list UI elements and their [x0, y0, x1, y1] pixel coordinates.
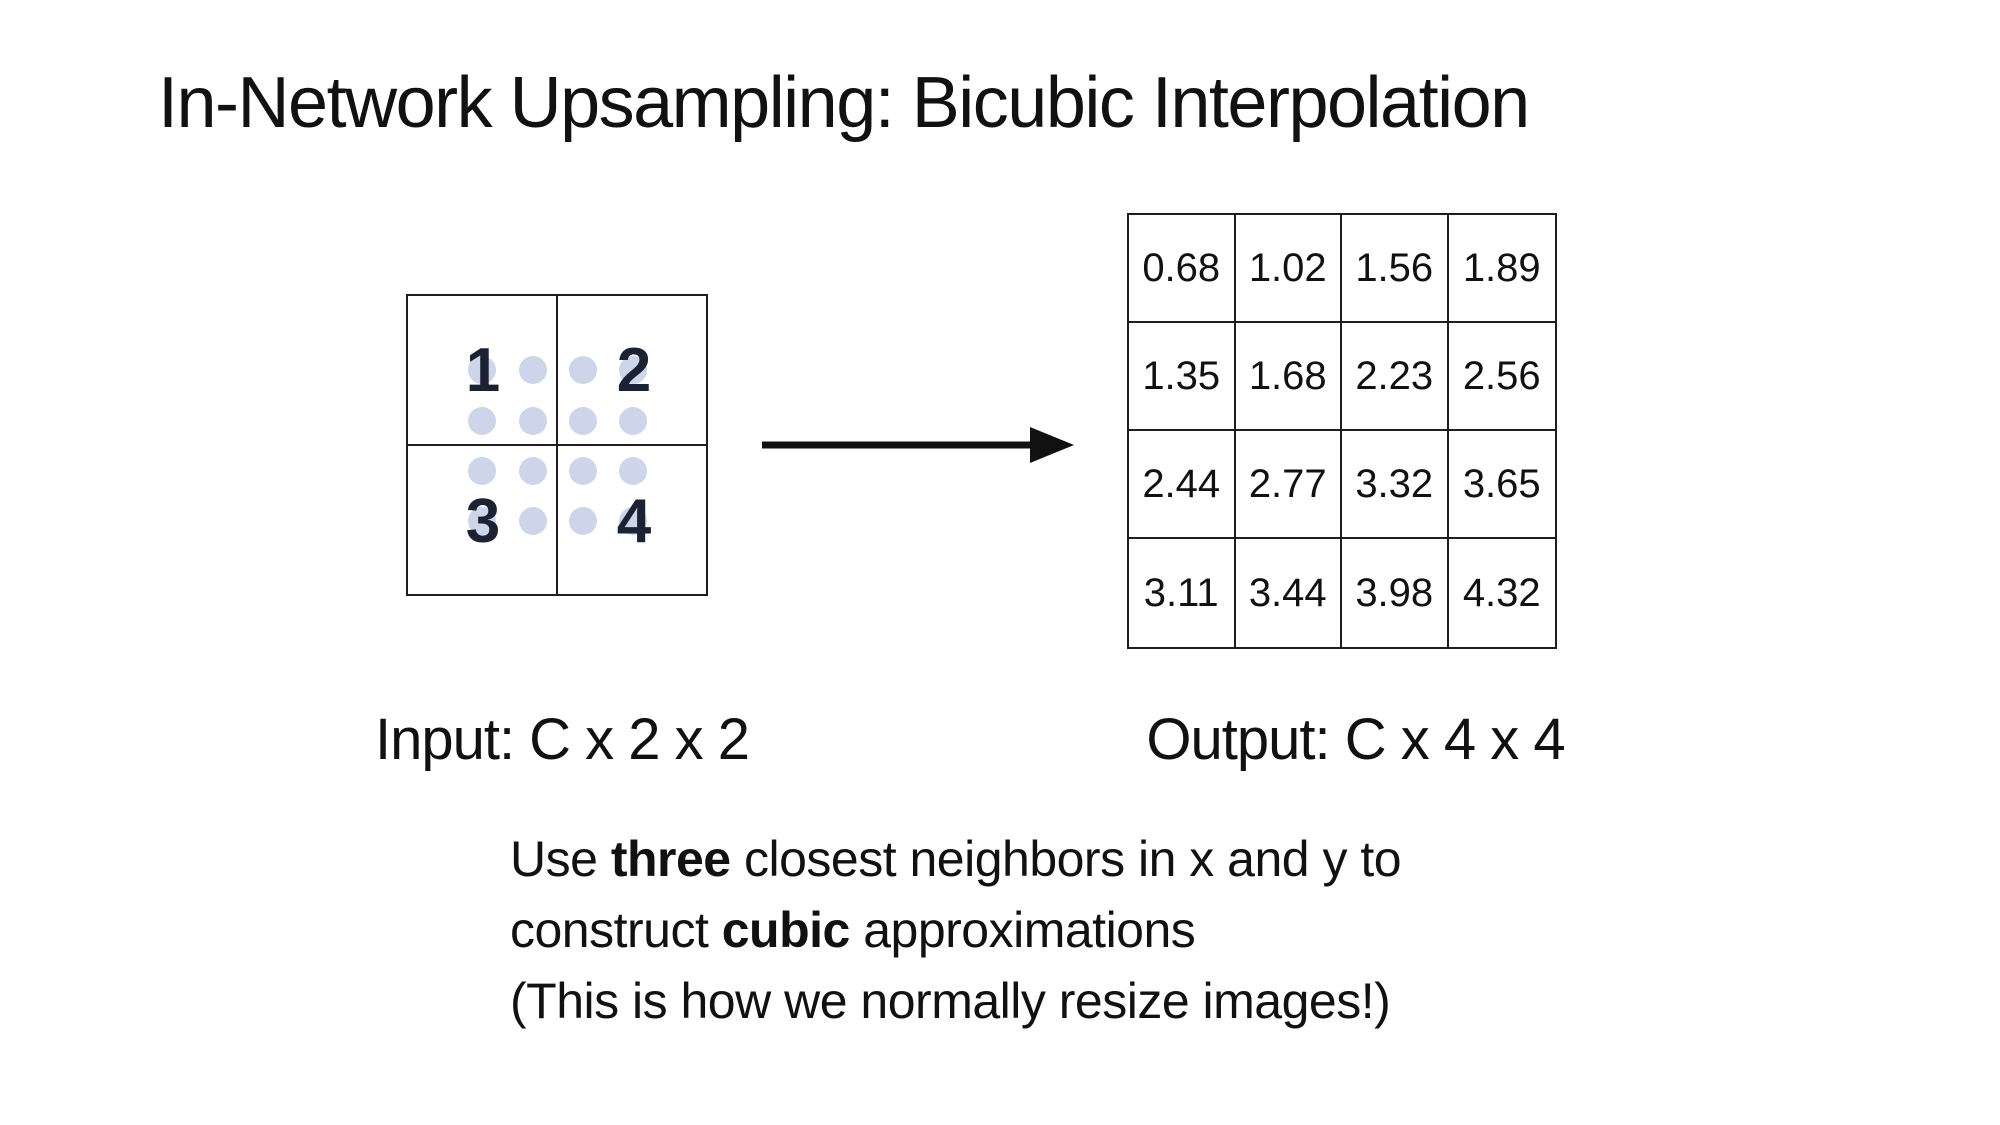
output-cell-value: 3.98 [1342, 539, 1449, 647]
sample-dot [619, 507, 647, 535]
input-cell-value: 2 [616, 336, 652, 405]
sample-dot [569, 457, 597, 485]
output-cell-value: 2.23 [1342, 323, 1449, 431]
explanation-line-2: construct cubic approximations [510, 902, 1196, 958]
input-cell-value: 1 [465, 336, 501, 405]
output-cell-value: 1.02 [1235, 215, 1342, 323]
sample-dot [619, 356, 647, 384]
explanation-line-1: Use three closest neighbors in x and y t… [510, 831, 1402, 887]
input-caption: Input: C x 2 x 2 [374, 707, 750, 772]
output-cell-value: 3.44 [1236, 539, 1342, 647]
sample-dot [519, 507, 547, 535]
output-grid: 0.68 1.02 1.56 1.89 1.35 1.68 2.23 2.56 … [1127, 213, 1557, 649]
input-grid: 1 2 3 4 [406, 294, 708, 596]
output-cell-value: 0.68 [1129, 215, 1236, 323]
sample-dot [619, 407, 647, 435]
sample-dot [519, 457, 547, 485]
output-cell-value: 3.11 [1129, 539, 1236, 647]
output-cell-value: 1.89 [1448, 215, 1555, 323]
output-cell-value: 2.77 [1235, 431, 1342, 539]
sample-dot [468, 356, 496, 384]
input-cell-value: 4 [616, 487, 652, 556]
output-cell-value: 3.65 [1448, 431, 1555, 539]
output-cell-value: 3.32 [1342, 431, 1449, 539]
output-cell-value: 1.68 [1235, 323, 1342, 431]
sample-dot [468, 507, 496, 535]
sample-dot [619, 457, 647, 485]
sample-dot [569, 407, 597, 435]
slide-title: In-Network Upsampling: Bicubic Interpola… [158, 63, 1530, 143]
input-grid-horizontal-divider [408, 444, 706, 446]
input-cell-value: 3 [465, 487, 501, 556]
output-cell-value: 2.56 [1448, 323, 1555, 431]
explanation-text: Use three closest neighbors in x and y t… [510, 824, 1402, 1037]
output-cell-value: 1.35 [1129, 323, 1236, 431]
output-cell-value: 4.32 [1462, 570, 1541, 615]
sample-dot [468, 407, 496, 435]
sample-dot [519, 407, 547, 435]
arrow-right-icon [762, 427, 1074, 463]
output-cell-value: 1.56 [1342, 215, 1449, 323]
output-caption: Output: C x 4 x 4 [1146, 707, 1565, 772]
sample-dot [519, 356, 547, 384]
explanation-line-3: (This is how we normally resize images!) [510, 973, 1391, 1029]
sample-dot [468, 457, 496, 485]
output-cell-value: 2.44 [1129, 431, 1236, 539]
sample-dot [569, 356, 597, 384]
sample-dot [569, 507, 597, 535]
